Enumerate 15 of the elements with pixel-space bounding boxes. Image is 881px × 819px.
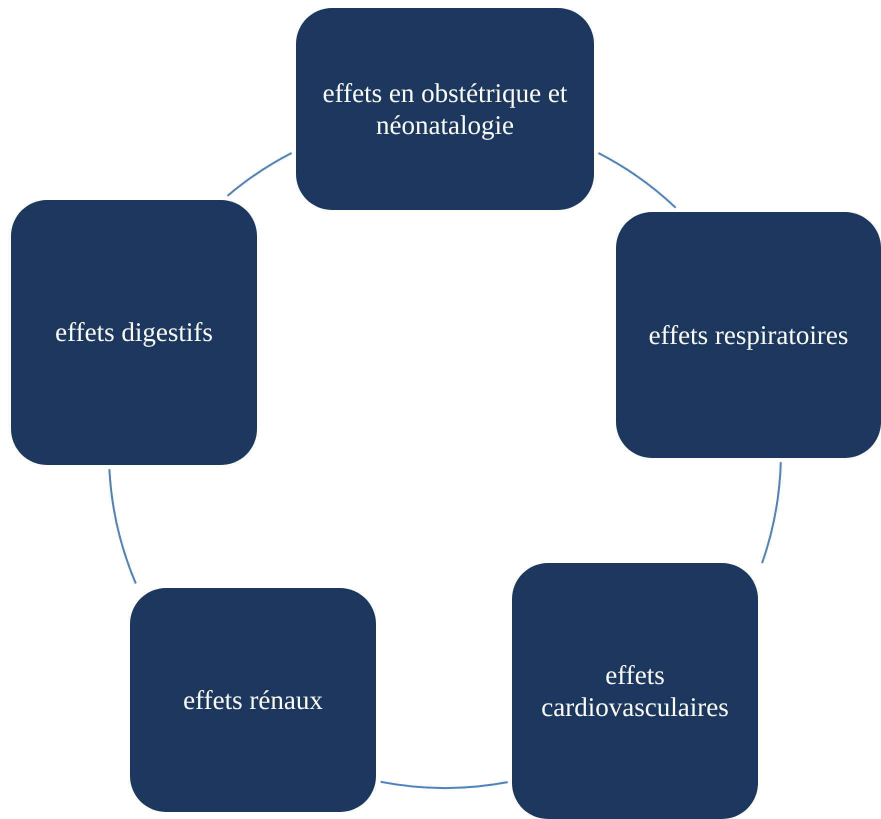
- box-label: effets cardiovasculaires: [540, 658, 730, 724]
- rounded-box: [512, 563, 758, 819]
- connector-arc: [108, 469, 137, 584]
- connector-arc: [226, 152, 292, 197]
- rounded-box: [616, 212, 881, 458]
- connector-arc: [761, 462, 782, 564]
- connector-arc: [598, 152, 676, 208]
- box-label: effets en obstétrique et néonatalogie: [322, 76, 568, 142]
- box-label: effets respiratoires: [648, 318, 848, 352]
- box-label: effets digestifs: [55, 316, 213, 349]
- connector-arc: [380, 780, 508, 790]
- rounded-box: [296, 8, 594, 210]
- box-label: effets rénaux: [183, 684, 323, 716]
- rounded-box: [11, 200, 257, 465]
- rounded-box: [130, 588, 376, 812]
